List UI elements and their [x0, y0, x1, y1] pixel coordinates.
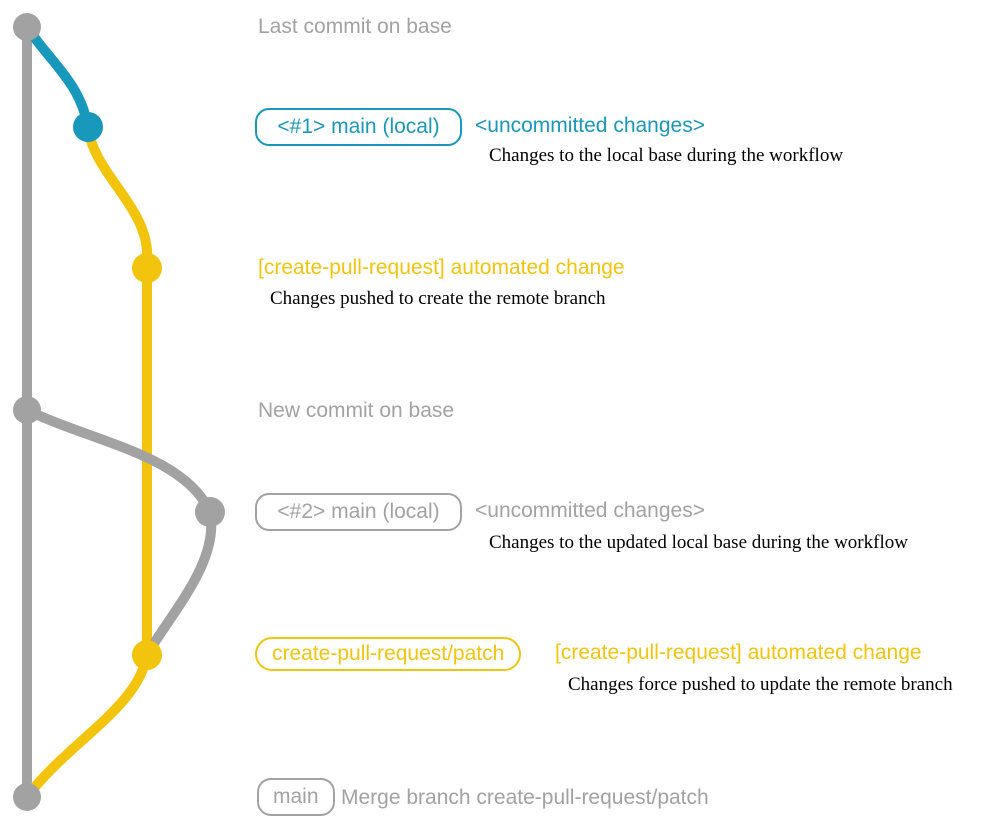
- commit-node-main-local-1-commit: [73, 112, 103, 142]
- edge-force-push-rebase-curve: [142, 507, 217, 660]
- branch-tag-main-local-1: <#1> main (local): [255, 108, 462, 146]
- commit-node-main-local-2-commit: [195, 497, 225, 527]
- branch-tag-main: main: [257, 778, 335, 816]
- commit-node-automated-change-commit-2: [132, 640, 162, 670]
- label-new-commit-on-base: New commit on base: [258, 399, 455, 422]
- label-uncommitted-changes-1: <uncommitted changes>: [475, 114, 705, 137]
- commit-node-last-commit-on-base: [13, 13, 41, 41]
- label-automated-change-1: [create-pull-request] automated change: [258, 256, 625, 279]
- edge-create-pull-request-branch-curve: [83, 122, 152, 660]
- desc-force-pushed-update-remote: Changes force pushed to update the remot…: [568, 674, 953, 695]
- edge-local-main-2-branch-curve: [22, 405, 215, 517]
- commit-node-merge-commit: [13, 783, 41, 811]
- desc-local-base-changes: Changes to the local base during the wor…: [489, 145, 844, 166]
- edge-merge-curve: [22, 650, 152, 802]
- commit-node-automated-change-commit-1: [132, 253, 162, 283]
- branch-tag-create-pull-request-patch: create-pull-request/patch: [255, 637, 522, 671]
- label-merge-branch: Merge branch create-pull-request/patch: [341, 786, 709, 809]
- label-automated-change-2: [create-pull-request] automated change: [555, 641, 922, 664]
- label-last-commit-on-base: Last commit on base: [258, 15, 452, 38]
- commit-node-new-commit-on-base: [13, 396, 41, 424]
- label-uncommitted-changes-2: <uncommitted changes>: [475, 499, 705, 522]
- desc-updated-local-base-changes: Changes to the updated local base during…: [489, 532, 908, 553]
- branch-tag-main-local-2: <#2> main (local): [255, 493, 462, 531]
- desc-pushed-create-remote: Changes pushed to create the remote bran…: [270, 288, 606, 309]
- edge-local-main-1-branch-curve: [22, 22, 93, 132]
